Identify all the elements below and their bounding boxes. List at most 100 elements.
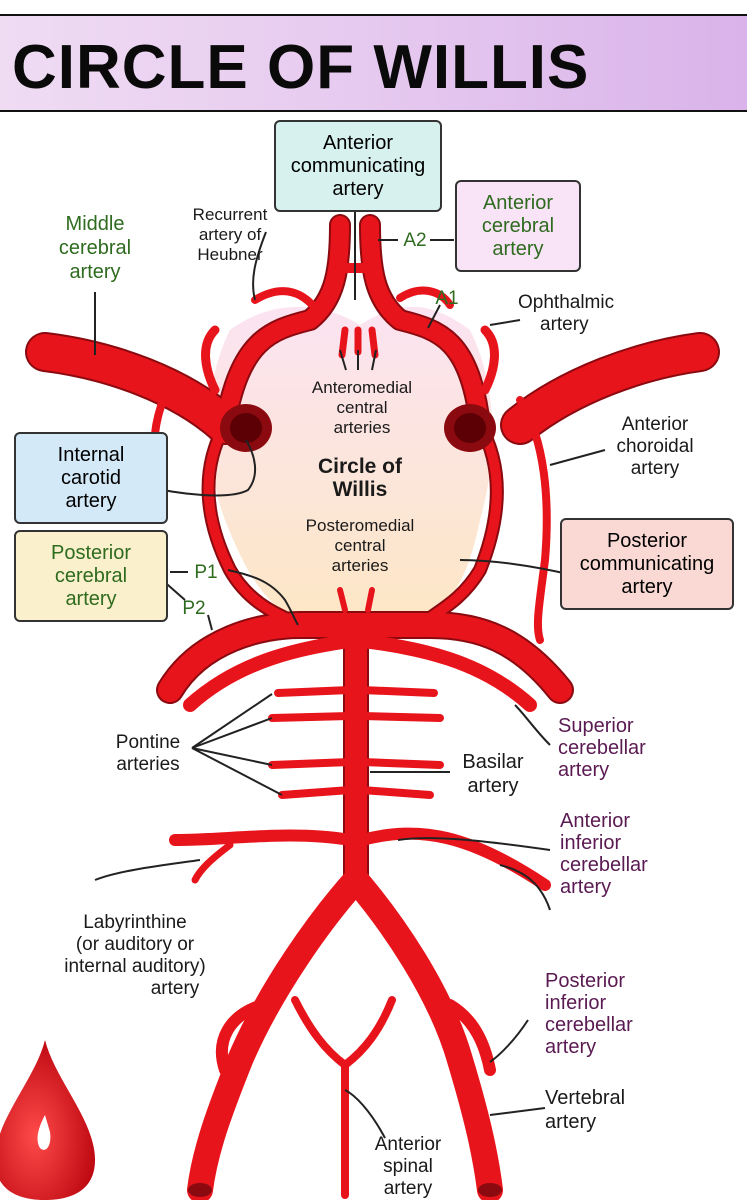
label-line: arteries — [116, 754, 180, 775]
label-line: Posterior — [606, 529, 687, 552]
label-line: cerebral — [54, 564, 128, 587]
label-vertebral-artery: Vertebral artery — [545, 1086, 645, 1134]
label-line: Internal — [57, 443, 125, 466]
posteromedial-central-arteries — [337, 587, 375, 613]
label-line: artery — [560, 876, 612, 898]
label-line: Heubner — [197, 245, 263, 264]
label-anterior-choroidal-artery: Anterior choroidal artery — [600, 414, 710, 480]
label-line: cerebellar — [545, 1014, 633, 1036]
label-line: carotid — [60, 466, 122, 489]
label-line: artery — [65, 489, 117, 512]
label-line: (or auditory or — [75, 934, 195, 955]
vertebral-artery-right — [343, 867, 503, 1200]
label-line: Posterior — [545, 970, 626, 992]
anterior-choroidal-artery-right — [516, 396, 551, 644]
label-line: cerebral — [58, 237, 132, 259]
ophthalmic-artery-left — [201, 325, 220, 395]
posterior-inferior-cerebellar-artery-right — [444, 999, 496, 1076]
label-line: communicating — [290, 154, 426, 177]
box-posterior-communicating-artery: Posterior communicating artery — [560, 518, 734, 610]
label-line: Anterior — [374, 1134, 442, 1155]
box-anterior-cerebral-artery: Anterior cerebral artery — [455, 180, 581, 272]
label-anterior-spinal-artery: Anterior spinal artery — [358, 1134, 458, 1200]
label-line: Ophthalmic — [518, 292, 615, 313]
label-line: spinal — [383, 1156, 433, 1177]
ophthalmic-artery-right — [480, 325, 499, 395]
label-a2: A2 — [403, 230, 427, 251]
label-line: Posterior — [50, 541, 132, 564]
page-title: CIRCLE OF WILLIS — [12, 33, 590, 102]
vertebral-artery-left — [187, 867, 369, 1200]
superior-cerebellar-artery-left — [183, 633, 363, 712]
label-line: communicating — [579, 552, 715, 575]
label-line: artery — [621, 575, 673, 598]
anteromedial-central-arteries — [338, 326, 379, 359]
label-line: artery — [558, 759, 610, 781]
label-line: Vertebral — [545, 1087, 626, 1109]
label-superior-cerebellar-artery: Superior cerebellar artery — [558, 715, 668, 781]
label-line: Anterior — [322, 131, 393, 154]
label-line: Anterior — [560, 810, 631, 832]
label-pontine-arteries: Pontine arteries — [100, 732, 196, 776]
middle-cerebral-artery-right — [502, 334, 718, 443]
label-line: artery — [545, 1111, 597, 1133]
anterior-inferior-cerebellar-artery-right — [356, 827, 551, 891]
label-line: central — [334, 536, 386, 555]
label-posterior-inferior-cerebellar-artery: Posterior inferior cerebellar artery — [545, 970, 655, 1058]
label-line: artery of — [198, 225, 262, 244]
label-line: Labyrinthine — [83, 912, 187, 933]
label-line: inferior — [545, 992, 607, 1014]
label-line: Middle — [65, 213, 125, 235]
label-line: artery — [150, 978, 200, 999]
label-line: Posteromedial — [305, 516, 415, 535]
label-line: Superior — [558, 715, 634, 737]
box-internal-carotid-artery: Internal carotid artery — [14, 432, 168, 524]
label-line: Circle of — [317, 455, 403, 478]
label-line: artery — [383, 1178, 433, 1199]
label-basilar-artery: Basilar artery — [448, 750, 538, 798]
label-line: artery — [332, 177, 384, 200]
label-ophthalmic-artery: Ophthalmic artery — [518, 292, 648, 336]
label-a1: A1 — [435, 288, 459, 309]
label-p1: P1 — [194, 562, 218, 583]
label-line: artery — [545, 1036, 597, 1058]
anterior-inferior-cerebellar-artery-left — [169, 829, 356, 846]
circle-region — [208, 306, 493, 615]
label-line: Basilar — [462, 751, 524, 773]
label-line: cerebellar — [558, 737, 646, 759]
label-line: cerebellar — [560, 854, 648, 876]
label-line: Willis — [332, 478, 388, 501]
label-line: cerebral — [481, 214, 555, 237]
label-p2: P2 — [182, 598, 206, 619]
label-anteromedial-central-arteries: Anteromedial central arteries — [292, 378, 432, 438]
labyrinthine-artery — [191, 841, 234, 884]
label-line: Anteromedial — [311, 378, 413, 397]
label-line: inferior — [560, 832, 622, 854]
middle-cerebral-artery-left — [27, 334, 243, 443]
label-line: arteries — [333, 418, 391, 437]
box-anterior-communicating-artery: Anterior communicating artery — [274, 120, 442, 212]
label-anterior-inferior-cerebellar-artery: Anterior inferior cerebellar artery — [560, 810, 670, 898]
label-line: central — [336, 398, 388, 417]
leader-lines — [94, 210, 606, 1139]
label-labyrinthine-artery: Labyrinthine (or auditory or internal au… — [40, 912, 230, 1000]
label-line: Pontine — [115, 732, 181, 753]
box-posterior-cerebral-artery: Posterior cerebral artery — [14, 530, 168, 622]
label-line: arteries — [331, 556, 389, 575]
label-line: internal auditory) — [64, 956, 206, 977]
label-line: artery — [65, 587, 117, 610]
label-line: artery — [69, 261, 121, 283]
label-line: artery — [540, 314, 589, 335]
label-line: Anterior — [482, 191, 553, 214]
posterior-communicating-artery-left — [203, 420, 305, 630]
title-bar: CIRCLE OF WILLIS — [0, 14, 747, 112]
label-line: Recurrent — [192, 205, 268, 224]
pontine-arteries — [268, 686, 444, 799]
label-line: artery — [492, 237, 544, 260]
label-recurrent-artery-of-heubner: Recurrent artery of Heubner — [180, 205, 280, 265]
posterior-inferior-cerebellar-artery-left — [215, 999, 268, 1076]
label-line: Anterior — [621, 414, 689, 435]
anterior-spinal-artery — [291, 996, 396, 1199]
superior-cerebellar-artery-right — [349, 633, 537, 712]
